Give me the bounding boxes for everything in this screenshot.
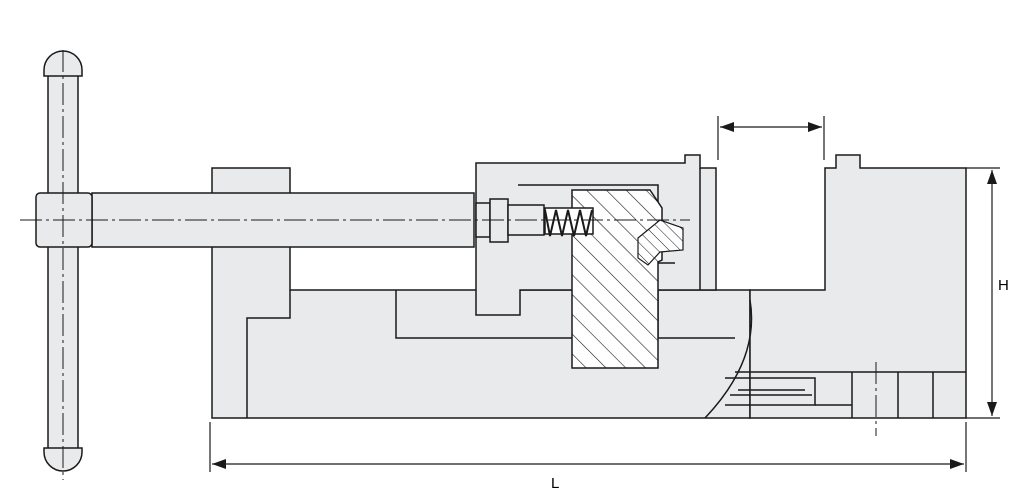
slide-channel — [395, 290, 572, 339]
arrowhead — [987, 402, 997, 416]
arrowhead — [720, 122, 734, 132]
curved-ramp — [704, 299, 753, 419]
arrowhead — [808, 122, 822, 132]
arrowhead — [987, 170, 997, 184]
hatched-wedge — [571, 189, 663, 369]
base-inner-step — [246, 290, 291, 418]
spring-coil — [544, 209, 593, 237]
height-dimension-label: H — [998, 277, 1009, 294]
fixed-jaw-block — [749, 154, 967, 419]
hatched-pin — [637, 219, 684, 266]
length-dimension-label: L — [551, 475, 559, 492]
arrowhead — [950, 459, 964, 469]
arrowhead — [212, 459, 226, 469]
lower-slot — [725, 377, 816, 406]
